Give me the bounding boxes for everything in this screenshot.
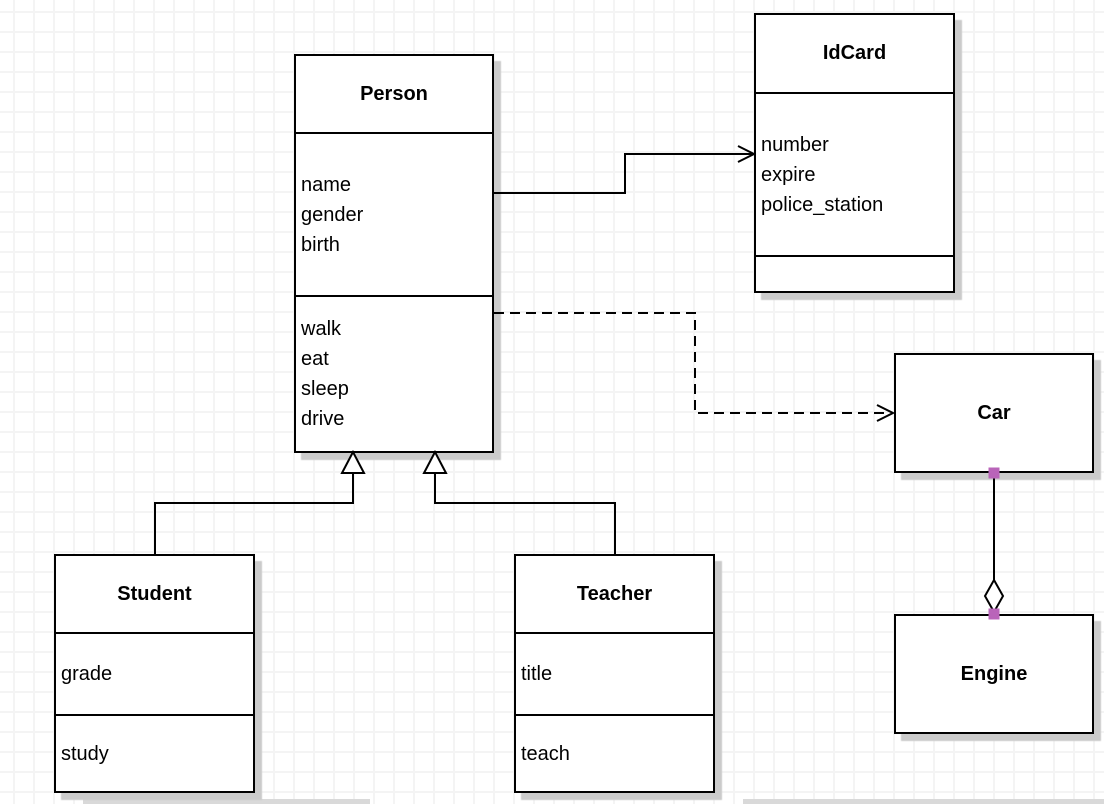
class-teacher[interactable]: Teacher title teach [514,554,715,793]
attribute: grade [61,663,113,685]
class-title: Student [56,556,253,634]
offscreen-shape-fragment [743,799,1104,804]
class-person[interactable]: Person name gender birth walk eat sleep drive [294,54,494,453]
attribute: police_station [761,193,884,216]
method: sleep [301,378,349,400]
class-title: IdCard [756,15,953,94]
class-methods: teach [516,714,713,791]
class-idcard[interactable]: IdCard number expire police_station [754,13,955,293]
class-engine[interactable]: Engine [894,614,1094,734]
method: drive [301,408,345,430]
attribute: gender [301,203,364,226]
method: eat [301,348,329,370]
class-methods: study [56,714,253,791]
method: teach [521,742,570,765]
class-car[interactable]: Car [894,353,1094,473]
class-methods [756,255,953,291]
method: walk [301,318,342,340]
class-attributes: title [516,634,713,714]
attribute: title [521,663,553,685]
class-methods: walk eat sleep drive [296,295,492,451]
class-student[interactable]: Student grade study [54,554,255,793]
attribute: name [301,173,352,196]
class-attributes: grade [56,634,253,714]
attribute: birth [301,233,340,256]
class-title: Teacher [516,556,713,634]
offscreen-shape-fragment [83,799,370,804]
class-attributes: name gender birth [296,134,492,295]
class-title: Car [977,401,1011,424]
method: study [61,742,109,765]
attribute: expire [761,163,816,186]
class-title: Engine [960,662,1028,685]
class-title: Person [296,56,492,134]
attribute: number [761,133,829,156]
class-attributes: number expire police_station [756,94,953,255]
